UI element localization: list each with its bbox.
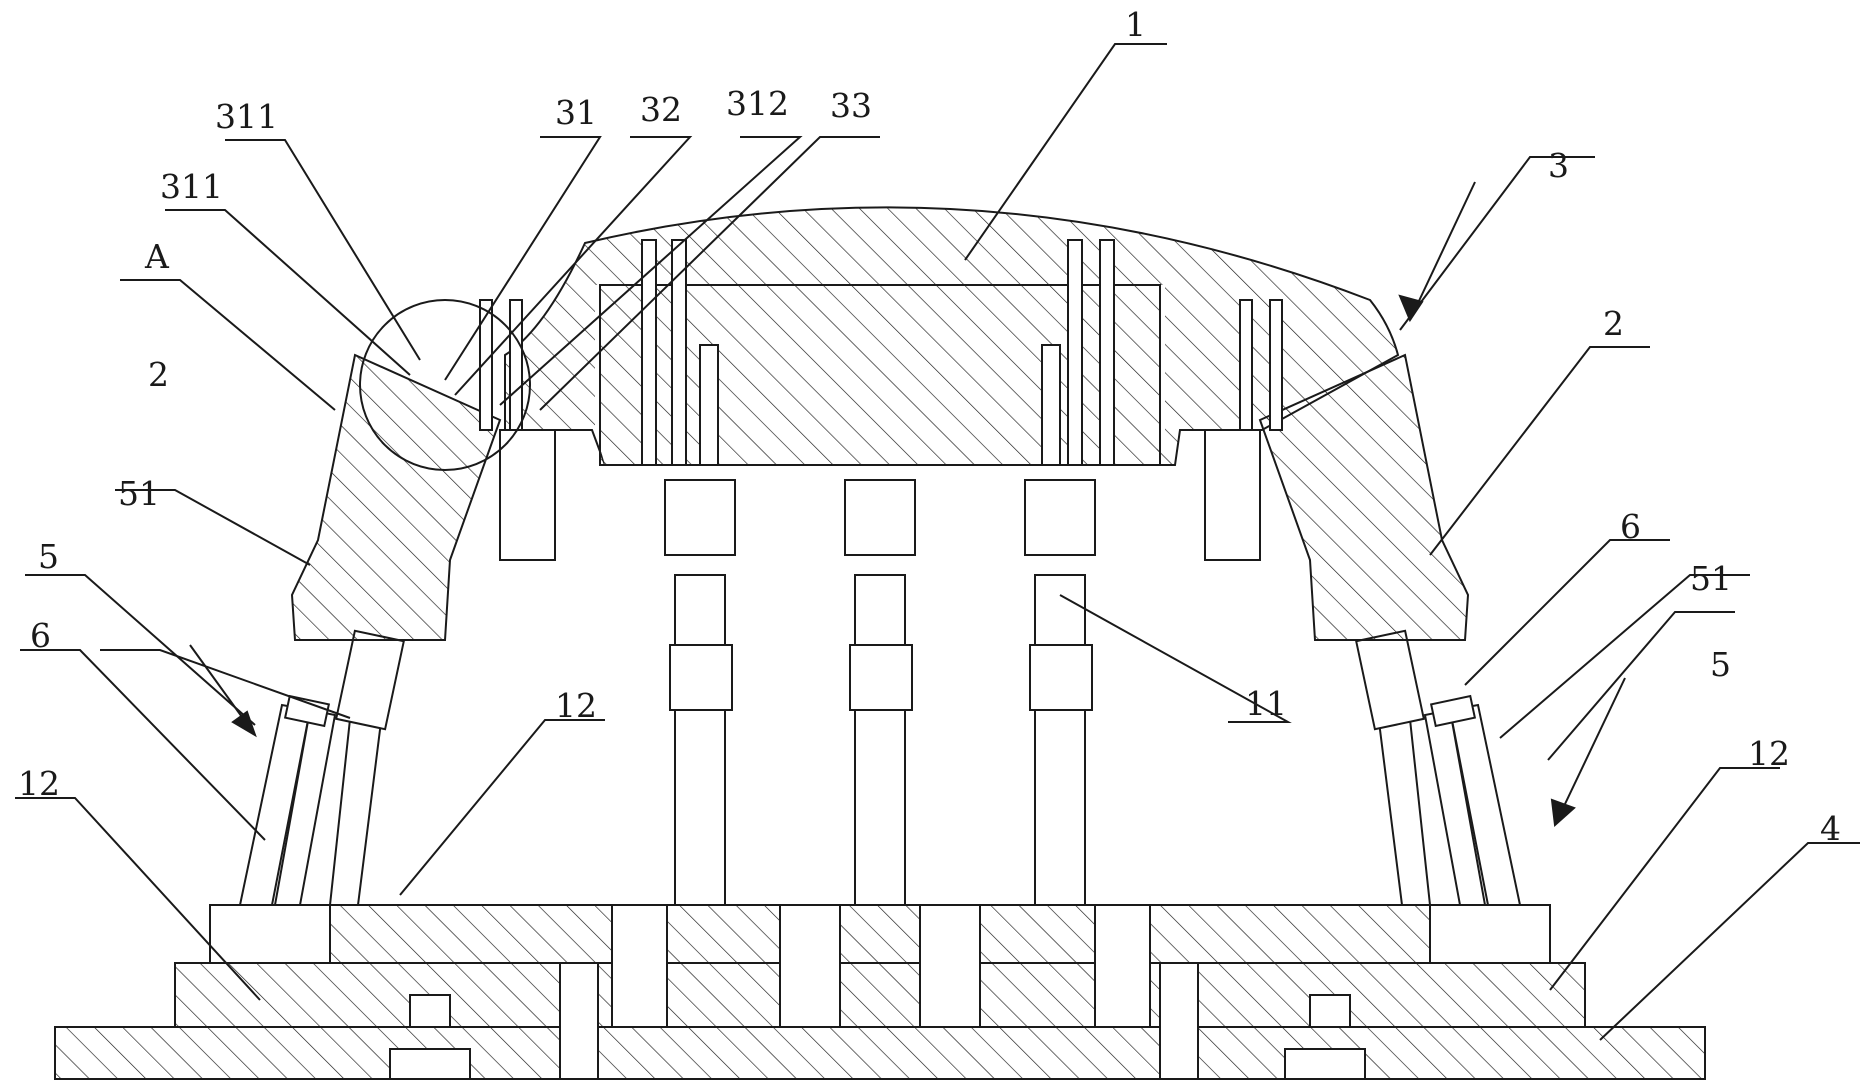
label-32: 32 bbox=[640, 90, 682, 129]
dome-core bbox=[599, 284, 1161, 466]
right-bracket bbox=[1204, 429, 1261, 561]
left-leg-assembly bbox=[238, 629, 405, 906]
label-51-right: 51 bbox=[1690, 559, 1732, 598]
left-bracket bbox=[499, 429, 556, 561]
leader-lines bbox=[15, 43, 1860, 1041]
direction-arrows bbox=[189, 181, 1626, 828]
label-5-left: 5 bbox=[38, 537, 59, 576]
label-2-left: 2 bbox=[148, 355, 169, 394]
label-1: 1 bbox=[1125, 5, 1146, 44]
base-plate bbox=[54, 1026, 1706, 1080]
label-3: 3 bbox=[1548, 146, 1569, 185]
upper-base-plate-left-end bbox=[209, 904, 331, 964]
label-31: 31 bbox=[555, 93, 597, 132]
label-5-right: 5 bbox=[1710, 645, 1731, 684]
label-12-center: 12 bbox=[555, 686, 597, 725]
label-311-lower: 311 bbox=[160, 167, 223, 206]
left-side-block bbox=[290, 353, 502, 641]
middle-plate bbox=[174, 962, 1586, 1028]
right-leg-assembly bbox=[1355, 629, 1522, 906]
label-12-left: 12 bbox=[18, 764, 60, 803]
central-columns bbox=[664, 479, 1096, 906]
label-312: 312 bbox=[726, 84, 789, 123]
right-side-block bbox=[1258, 353, 1470, 641]
label-6-left: 6 bbox=[30, 616, 51, 655]
label-a: A bbox=[144, 237, 170, 276]
label-4: 4 bbox=[1820, 809, 1841, 848]
detail-a-circle bbox=[359, 299, 531, 471]
upper-base-plate-right-end bbox=[1429, 904, 1551, 964]
label-6-right: 6 bbox=[1620, 507, 1641, 546]
label-33: 33 bbox=[830, 86, 872, 125]
upper-base-plate bbox=[329, 904, 1431, 964]
plate-blocks bbox=[389, 904, 1366, 1080]
label-11: 11 bbox=[1245, 684, 1287, 723]
label-12-right: 12 bbox=[1748, 734, 1790, 773]
label-51-left: 51 bbox=[118, 474, 160, 513]
label-2-right: 2 bbox=[1603, 304, 1624, 343]
label-311-top: 311 bbox=[215, 97, 278, 136]
dome-pins bbox=[479, 239, 1283, 466]
